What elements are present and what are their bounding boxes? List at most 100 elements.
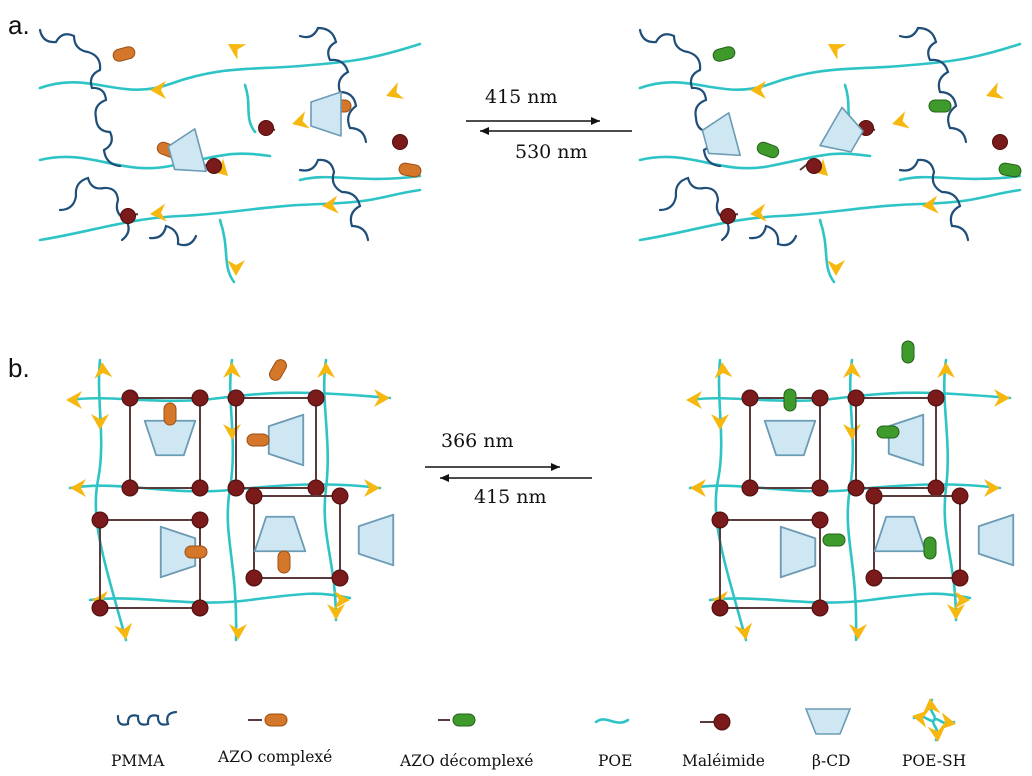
poe-strand — [218, 218, 236, 284]
maleimide — [91, 599, 109, 617]
legend-azo-decomplexe-symbol — [452, 713, 476, 727]
pmma-chain — [38, 28, 108, 120]
thiol-arrow-shape — [849, 624, 867, 640]
cyclodextrin — [873, 515, 927, 553]
cyclodextrin-shape — [167, 128, 207, 173]
panel-a-forward-wavelength: 415 nm — [485, 86, 558, 108]
maleimide — [120, 208, 136, 224]
thiol-arrow-shape — [327, 604, 345, 620]
cyclodextrin — [977, 513, 1015, 567]
maleimide — [245, 487, 263, 505]
thiol-arrow-shape — [922, 698, 941, 715]
panel-a-backward-wavelength: 530 nm — [515, 141, 588, 163]
pmma-chain — [94, 116, 122, 168]
thiol-tip — [386, 82, 405, 99]
azo-decomplexe-shape — [756, 141, 780, 159]
thiol-arrow-shape — [70, 479, 86, 497]
azo-complexe-shape — [163, 402, 177, 426]
poe-strand — [898, 174, 1022, 182]
cyclodextrin-shape — [267, 413, 305, 467]
thiol-arrow-shape — [711, 414, 729, 430]
cyclodextrin — [310, 91, 342, 137]
thiol-tip — [317, 362, 335, 378]
maleimide — [992, 134, 1008, 150]
maleimide — [191, 511, 209, 529]
maleimide — [245, 569, 263, 587]
maleimide — [811, 479, 829, 497]
maleimide — [191, 599, 209, 617]
maleimide — [806, 158, 822, 174]
azo-decomplexe-shape — [712, 46, 736, 62]
legend-azo-decomplexe-icon — [438, 713, 476, 727]
poe-strand — [88, 592, 352, 604]
network-b-right — [686, 340, 1015, 642]
thiol-arrow-shape — [223, 362, 241, 378]
azo-decomplexe-shape — [876, 425, 900, 439]
legend-poe-icon — [594, 718, 630, 724]
thiol-arrow-shape — [828, 44, 847, 60]
thiol-tip — [734, 622, 753, 640]
thiol-tip — [954, 591, 970, 609]
network-a-right — [638, 26, 1022, 284]
pmma-chain — [298, 26, 368, 144]
azo-complexe-shape — [398, 162, 422, 178]
poe-strand — [688, 391, 1012, 403]
azo-decomplexe-shape — [783, 388, 797, 412]
cyclodextrin-shape — [701, 112, 741, 157]
thiol-tip — [986, 82, 1005, 99]
maleimide — [811, 511, 829, 529]
thiol-arrow-shape — [827, 260, 845, 276]
legend-azo-complexe-icon — [248, 713, 288, 727]
thiol-arrow-shape — [322, 195, 339, 214]
thiol-tip — [922, 195, 939, 214]
poe-strand — [38, 188, 422, 242]
legend-poe-sh-tip — [922, 698, 941, 715]
legend-poe-sh-tip — [912, 709, 930, 728]
maleimide — [258, 120, 274, 136]
thiol-tip — [227, 260, 245, 276]
maleimide — [191, 389, 209, 407]
cyclodextrin-shape — [159, 525, 197, 579]
thiol-tip — [150, 81, 166, 99]
legend-label-poe: POE — [598, 752, 633, 770]
thiol-tip — [66, 391, 82, 409]
cyclodextrin-shape — [887, 413, 925, 467]
azo-unit — [398, 162, 422, 178]
thiol-tip — [849, 624, 867, 640]
azo-decomplexe-shape — [923, 536, 937, 560]
thiol-tip — [334, 591, 350, 609]
panel-b-artwork — [66, 340, 1015, 642]
azo-unit — [756, 141, 780, 159]
maleimide — [307, 389, 325, 407]
poe-strand — [94, 358, 128, 642]
azo-unit — [928, 99, 952, 113]
thiol-arrow-shape — [317, 362, 335, 378]
maleimide — [847, 389, 865, 407]
azo-unit — [277, 550, 291, 574]
maleimide — [331, 487, 349, 505]
thiol-tip — [150, 203, 167, 222]
legend-poe-sh-icon — [912, 698, 956, 742]
maleimide — [811, 599, 829, 617]
thiol-arrow-shape — [66, 391, 82, 409]
cyclodextrin — [763, 419, 817, 457]
thiol-arrow-shape — [292, 111, 310, 129]
maleimide — [227, 479, 245, 497]
thiol-arrow-shape — [937, 362, 955, 378]
azo-unit — [901, 340, 915, 364]
thiol-tip — [70, 479, 86, 497]
cyclodextrin-shape — [779, 525, 817, 579]
legend-azo-complexe-symbol — [264, 713, 288, 727]
poe-strand — [68, 483, 382, 493]
panel-b-backward-arrow-head — [440, 474, 449, 482]
thiol-tip — [984, 479, 1000, 497]
thiol-tip — [229, 624, 247, 640]
maleimide — [927, 479, 945, 497]
azo-unit — [163, 402, 177, 426]
azo-unit — [923, 536, 937, 560]
pmma-chain — [298, 158, 370, 242]
maleimide — [720, 208, 736, 224]
panel-b-forward-arrow-head — [551, 463, 560, 471]
maleimide — [927, 389, 945, 407]
maleimide — [206, 158, 222, 174]
